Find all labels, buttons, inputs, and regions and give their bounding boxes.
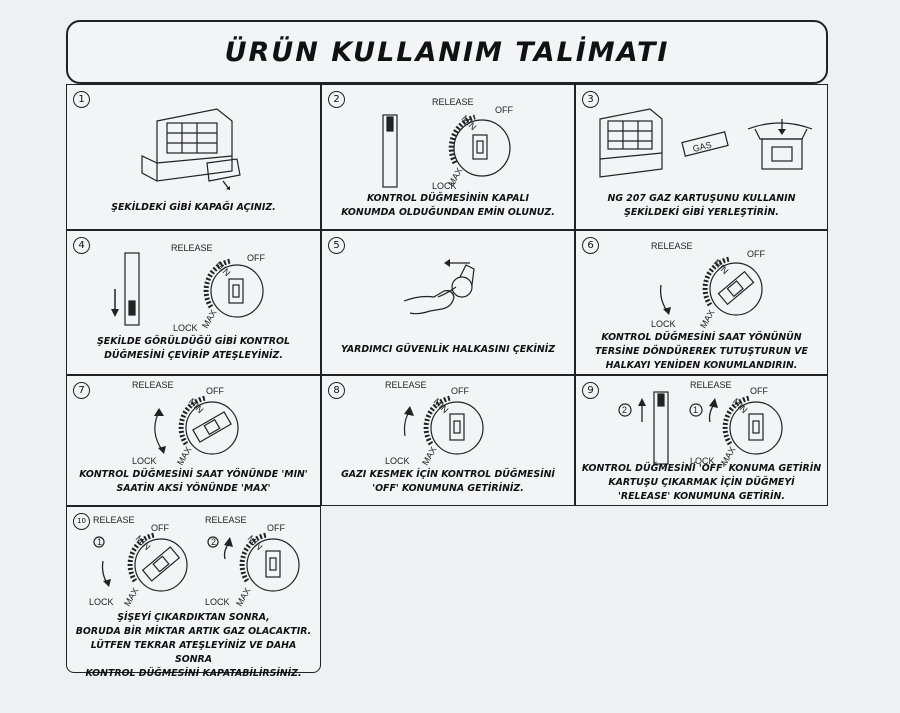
gas-cartridge-insert-illustration: GAS <box>599 108 813 178</box>
release-label: RELEASE <box>651 241 693 251</box>
control-knob-min-max-illustration: RELEASE OFF LOCK MIN MAX <box>132 380 239 466</box>
step-caption: ŞİŞEYİ ÇIKARDIKTAN SONRA, BORUDA BİR MİK… <box>75 612 312 679</box>
sub-step-marker-2: 2 <box>622 405 627 415</box>
lock-label: LOCK <box>132 456 157 466</box>
max-label: MAX <box>698 308 716 330</box>
off-label: OFF <box>151 523 169 533</box>
off-label: OFF <box>267 523 285 533</box>
max-label: MAX <box>420 445 438 466</box>
release-label: RELEASE <box>93 515 135 525</box>
step-caption: GAZI KESMEK İÇİN KONTROL DÜĞMESİNİ 'OFF'… <box>341 469 555 494</box>
max-label: MAX <box>234 586 252 608</box>
lock-label: LOCK <box>432 181 457 191</box>
step-caption: KONTROL DÜĞMESİNİN KAPALI KONUMDA OLDUĞU… <box>341 193 555 218</box>
step-4-panel: 4 RELEASE OFF LOCK MIN MAX ŞEKİLDE GÖRÜL… <box>66 230 321 375</box>
release-label: RELEASE <box>132 380 174 390</box>
control-knob-release-illustration: 2 1 RELEASE OFF LOCK MIN MAX <box>618 380 783 466</box>
max-label: MAX <box>175 445 193 466</box>
step-caption: KONTROL DÜĞMESİNİ SAAT YÖNÜNDE 'MIN' SAA… <box>79 469 308 494</box>
step-10-panel: 10 1 2 RELEASE OFF LOCK MIN <box>66 506 321 679</box>
lock-label: LOCK <box>89 597 114 607</box>
lock-label: LOCK <box>385 456 410 466</box>
heater-open-cover-illustration <box>141 108 241 190</box>
instruction-grid: 1 ŞEKİLDEKİ GİBİ KAPAĞI AÇINIZ. 2 <box>66 84 828 679</box>
step-1-panel: 1 ŞEKİLDEKİ GİBİ KAPAĞI AÇINIZ. <box>66 84 321 230</box>
step-caption: ŞEKİLDEKİ GİBİ KAPAĞI AÇINIZ. <box>111 202 276 213</box>
step-caption: ŞEKİLDE GÖRÜLDÜĞÜ GİBİ KONTROL DÜĞMESİNİ… <box>97 336 290 361</box>
min-label: MIN <box>432 396 451 415</box>
control-knob-close-after-removal-illustration: 1 2 RELEASE OFF LOCK MIN MAX RELEASE OFF… <box>89 515 300 608</box>
step-caption: NG 207 GAZ KARTUŞUNU KULLANIN ŞEKİLDEKİ … <box>607 193 796 218</box>
min-label: MIN <box>187 396 206 415</box>
gas-cartridge-label: GAS <box>692 140 713 154</box>
title-banner: ÜRÜN KULLANIM TALİMATI <box>66 20 828 84</box>
min-label: MIN <box>731 396 750 415</box>
pull-safety-ring-illustration <box>403 259 475 315</box>
max-label: MAX <box>122 586 140 608</box>
sub-step-marker-1: 1 <box>693 405 698 415</box>
control-knob-turn-off-illustration: RELEASE OFF LOCK MIN MAX <box>385 380 484 466</box>
step-number: 9 <box>582 382 599 399</box>
max-label: MAX <box>200 308 218 330</box>
step-caption: KONTROL DÜĞMESİNİ 'OFF' KONUMA GETİRİN K… <box>581 463 822 502</box>
max-label: MAX <box>446 166 464 188</box>
lock-label: LOCK <box>205 597 230 607</box>
control-knob-off-illustration: RELEASE OFF LOCK MIN MAX <box>382 97 513 191</box>
release-label: RELEASE <box>432 97 474 107</box>
off-label: OFF <box>747 249 765 259</box>
step-8-panel: 8 RELEASE OFF LOCK MIN MAX GAZI KESMEK İ… <box>321 375 575 506</box>
step-number: 8 <box>328 382 345 399</box>
step-number: 7 <box>73 382 90 399</box>
sub-step-marker-2: 2 <box>211 537 216 547</box>
step-6-panel: 6 RELEASE OFF LOCK MIN MAX KONTROL DÜĞME… <box>575 230 828 375</box>
page-title: ÜRÜN KULLANIM TALİMATI <box>224 36 670 68</box>
off-label: OFF <box>451 386 469 396</box>
off-label: OFF <box>750 386 768 396</box>
release-label: RELEASE <box>690 380 732 390</box>
lock-label: LOCK <box>651 319 676 329</box>
lock-label: LOCK <box>173 323 198 333</box>
release-label: RELEASE <box>385 380 427 390</box>
step-caption: KONTROL DÜĞMESİNİ SAAT YÖNÜNÜN TERSİNE D… <box>595 332 808 371</box>
min-label: MIN <box>460 113 479 132</box>
release-label: RELEASE <box>171 243 213 253</box>
off-label: OFF <box>247 253 265 263</box>
control-knob-reset-illustration: RELEASE OFF LOCK MIN MAX <box>651 241 765 330</box>
step-number: 4 <box>73 237 90 254</box>
step-3-panel: 3 GAS NG 207 GAZ KARTUŞUNU KULLANIN ŞEKİ… <box>575 84 828 230</box>
step-number: 2 <box>328 91 345 108</box>
control-knob-ignite-illustration: RELEASE OFF LOCK MIN MAX <box>111 243 265 333</box>
step-7-panel: 7 RELEASE OFF LOCK MIN MAX KONTROL DÜĞME… <box>66 375 321 506</box>
sub-step-marker-1: 1 <box>97 537 102 547</box>
off-label: OFF <box>495 105 513 115</box>
step-number: 1 <box>73 91 90 108</box>
step-number: 10 <box>73 513 90 530</box>
release-label: RELEASE <box>205 515 247 525</box>
step-number: 3 <box>582 91 599 108</box>
step-9-panel: 9 2 1 RELEASE OFF LOCK MIN MAX <box>575 375 828 506</box>
off-label: OFF <box>206 386 224 396</box>
step-number: 5 <box>328 237 345 254</box>
step-number: 6 <box>582 237 599 254</box>
step-caption: YARDIMCI GÜVENLİK HALKASINI ÇEKİNİZ <box>340 344 555 355</box>
lock-label: LOCK <box>690 456 715 466</box>
step-2-panel: 2 RELEASE OFF LOCK MIN MAX KONTROL DÜĞME… <box>321 84 575 230</box>
step-5-panel: 5 YARDIMCI GÜVENLİK HALKASINI ÇEKİNİZ <box>321 230 575 375</box>
